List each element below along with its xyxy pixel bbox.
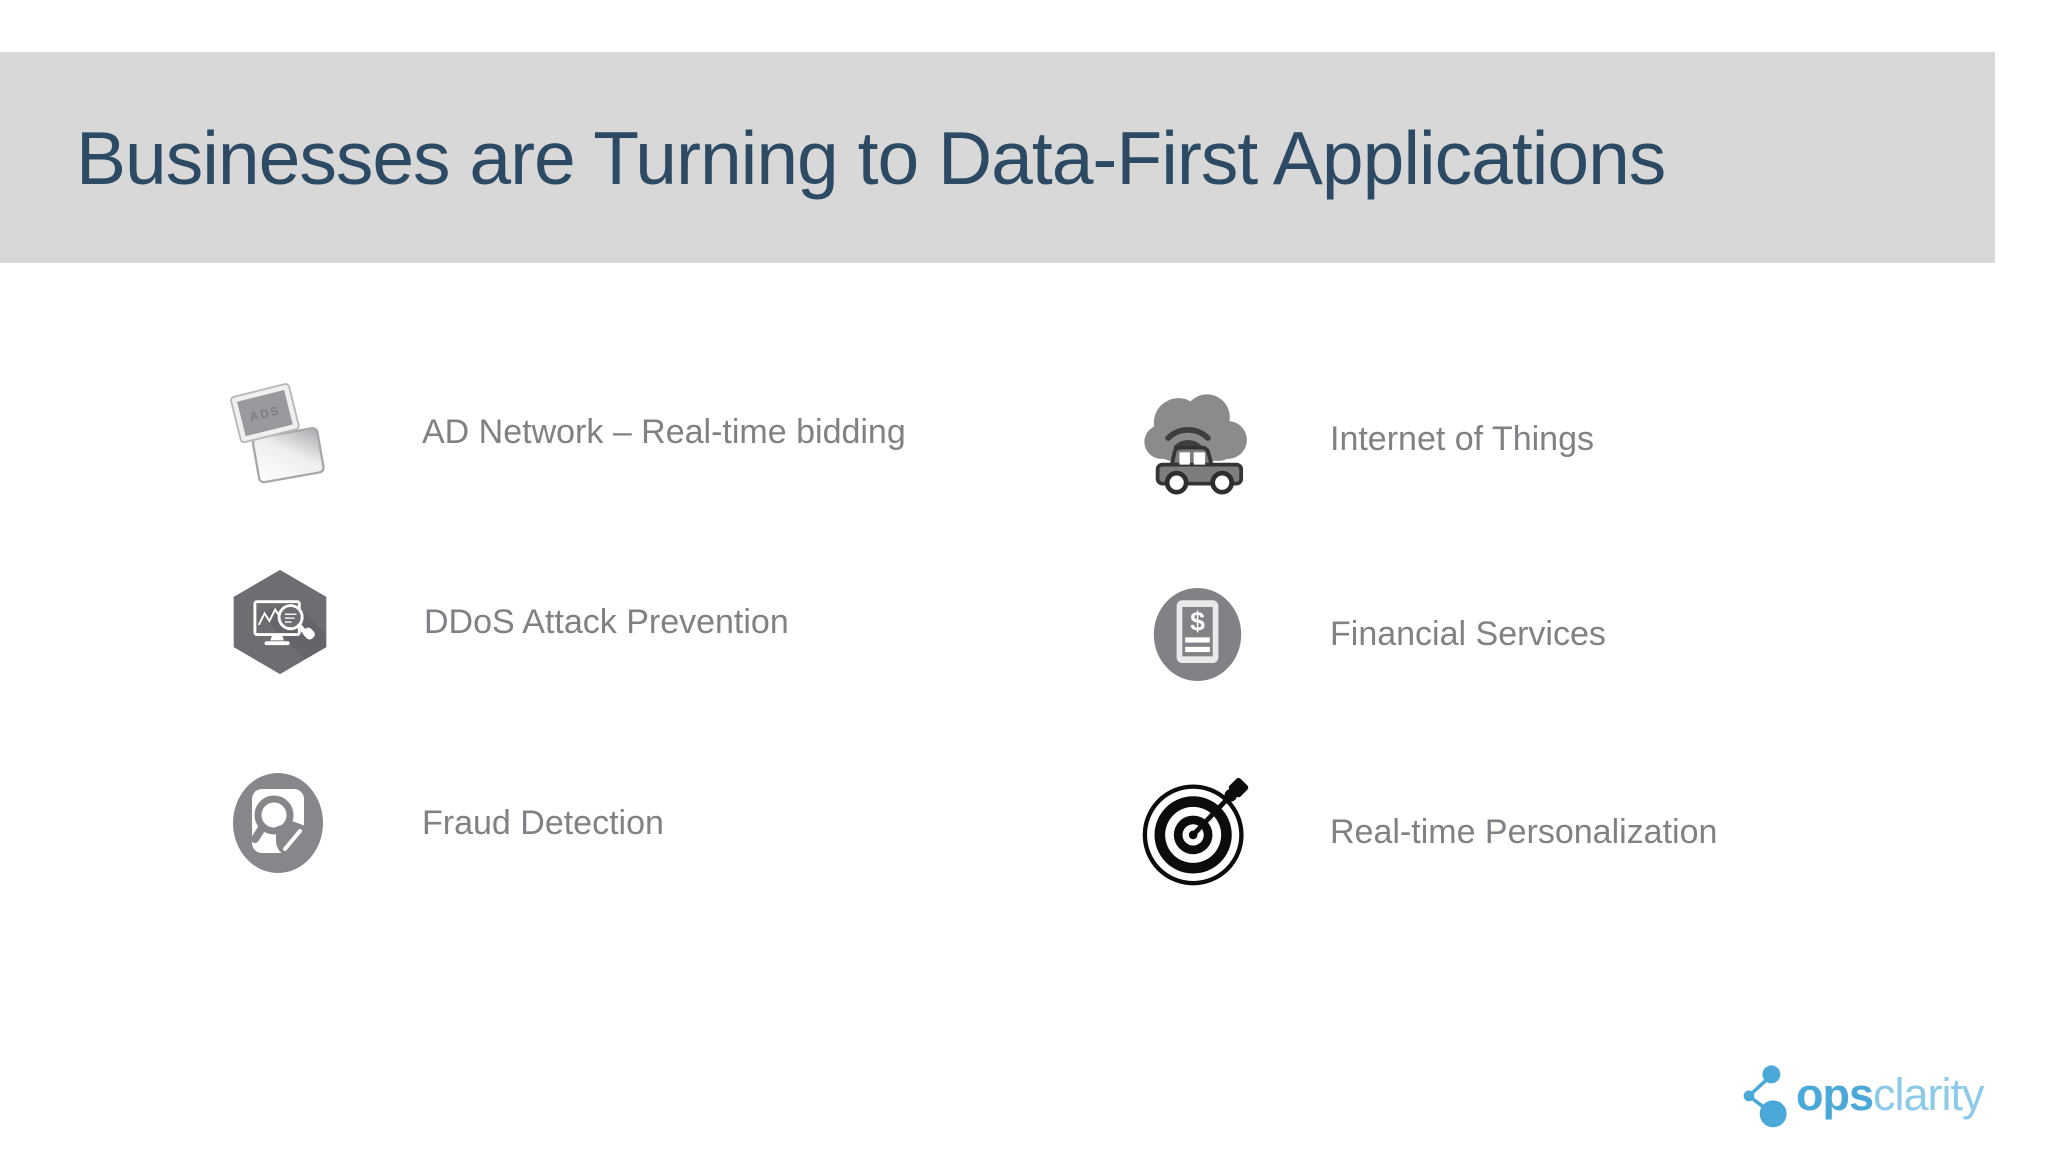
- list-item-personalization: Real-time Personalization: [1138, 776, 1717, 888]
- logo-text-clarity: clarity: [1873, 1069, 1985, 1120]
- list-item-fraud: Fraud Detection: [222, 771, 664, 875]
- svg-text:$: $: [1190, 607, 1205, 637]
- ads-billboard-icon-svg: ADS: [230, 383, 325, 484]
- opsclarity-logo-mark: [1743, 1065, 1787, 1128]
- list-item-ad-network: ADS AD Network – Real-time bidding: [222, 380, 906, 484]
- logo-text-ops: ops: [1796, 1069, 1874, 1120]
- fraud-icon-svg: [233, 773, 323, 873]
- financial-document-icon: $: [1138, 586, 1256, 683]
- target-icon-svg: [1142, 777, 1249, 886]
- financial-icon-svg: $: [1153, 587, 1241, 682]
- list-item-financial: $ Financial Services: [1138, 586, 1606, 683]
- list-item-iot: Internet of Things: [1138, 383, 1594, 495]
- item-label-ddos: DDoS Attack Prevention: [424, 602, 789, 641]
- iot-cloud-car-icon: [1138, 383, 1256, 495]
- list-item-ddos: DDoS Attack Prevention: [224, 567, 789, 677]
- item-label-personalization: Real-time Personalization: [1330, 812, 1718, 851]
- title-band: Businesses are Turning to Data-First App…: [0, 52, 1995, 263]
- logo-text: opsclarity: [1796, 1069, 1985, 1121]
- ddos-monitor-hexagon-icon: [224, 567, 336, 677]
- slide-title: Businesses are Turning to Data-First App…: [76, 115, 1666, 200]
- iot-icon-svg: [1143, 394, 1247, 495]
- opsclarity-logo: opsclarity: [1740, 1058, 1985, 1132]
- fraud-magnifier-shield-icon: [222, 771, 334, 875]
- item-label-ad-network: AD Network – Real-time bidding: [422, 412, 906, 451]
- item-label-fraud: Fraud Detection: [422, 803, 664, 842]
- personalization-target-icon: [1138, 776, 1256, 888]
- item-label-iot: Internet of Things: [1330, 419, 1594, 458]
- ddos-icon-svg: [233, 569, 327, 675]
- item-label-financial: Financial Services: [1330, 615, 1606, 653]
- ads-billboard-icon: ADS: [222, 380, 334, 484]
